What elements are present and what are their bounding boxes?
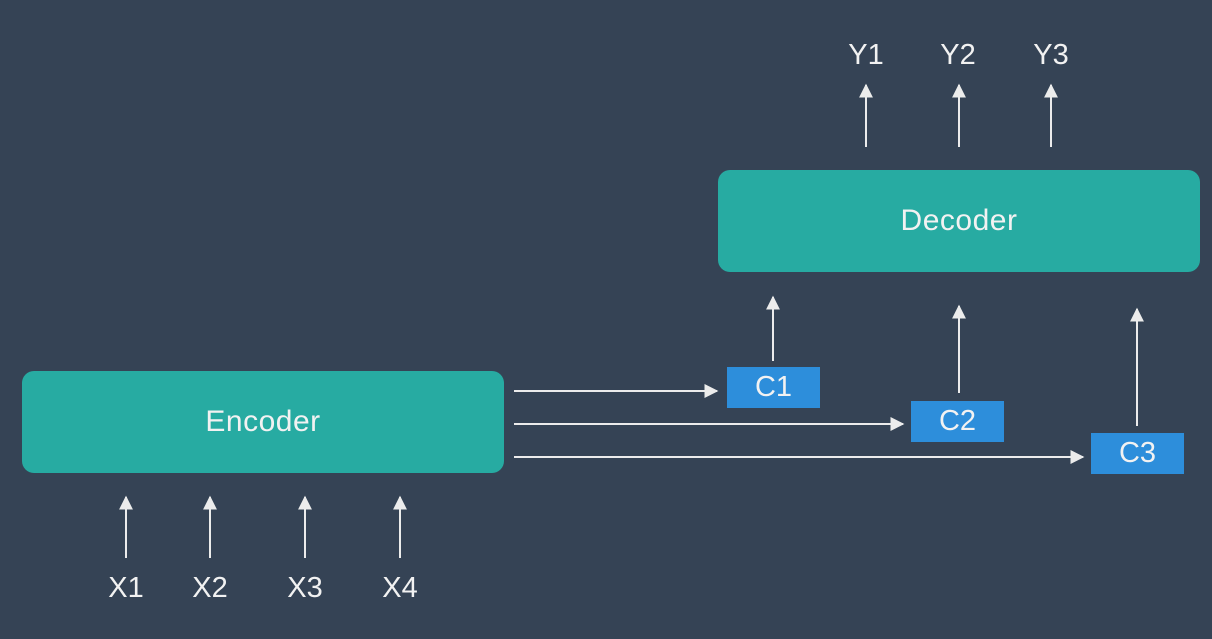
output-label-y1: Y1 xyxy=(848,39,884,71)
input-label-x3: X3 xyxy=(287,572,323,604)
encoder-block: Encoder xyxy=(22,371,504,473)
context-label: C2 xyxy=(938,405,977,437)
decoder-label: Decoder xyxy=(900,204,1018,237)
encoder-label: Encoder xyxy=(205,405,321,438)
context-vector-c2: C2 xyxy=(911,401,1004,442)
output-label-y2: Y2 xyxy=(940,39,976,71)
decoder-block: Decoder xyxy=(718,170,1200,272)
output-label-y3: Y3 xyxy=(1033,39,1069,71)
context-vector-c3: C3 xyxy=(1091,433,1184,474)
input-label-x1: X1 xyxy=(108,572,144,604)
context-label: C1 xyxy=(754,371,793,403)
context-label: C3 xyxy=(1118,437,1157,469)
context-vector-c1: C1 xyxy=(727,367,820,408)
input-label-x2: X2 xyxy=(192,572,228,604)
input-label-x4: X4 xyxy=(382,572,418,604)
